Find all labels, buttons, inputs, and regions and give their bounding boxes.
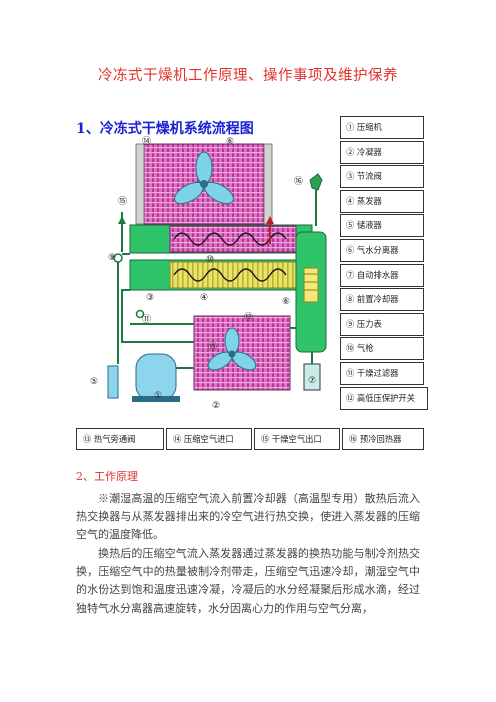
system-flow-diagram: ⑭ ⑥ ⑯ ⑮ ⑨ ⑩ ③ ④ ⑥ ⑪ ⑫ ⑬ ⑤ ① ② ⑦ xyxy=(90,136,327,411)
diagram-label-2: ② xyxy=(212,401,220,411)
legend-item: ③ 节流阀 xyxy=(340,165,424,189)
legend-item: ⑨ 压力表 xyxy=(340,312,424,336)
section-heading-principle: 2、工作原理 xyxy=(76,470,138,483)
legend-item: ⑮ 干燥空气出口 xyxy=(254,428,340,450)
legend-item: ⑦ 自动排水器 xyxy=(340,263,424,287)
legend-item: ② 冷凝器 xyxy=(340,140,424,164)
paragraph: ※潮湿高温的压缩空气流入前置冷却器（高温型专用）散热后流入热交换器与从蒸发器排出… xyxy=(76,492,420,542)
diagram-label-16: ⑯ xyxy=(294,176,303,187)
legend-item: ④ 蒸发器 xyxy=(340,189,424,213)
diagram-label-9: ⑨ xyxy=(108,253,116,263)
diagram-label-4: ④ xyxy=(200,293,208,303)
diagram-label-6b: ⑥ xyxy=(282,297,290,307)
legend-item: ⑤ 储液器 xyxy=(340,214,424,238)
page-title: 冷冻式干燥机工作原理、操作事项及维护保养 xyxy=(98,68,398,84)
diagram-label-14: ⑭ xyxy=(142,136,151,147)
legend-item: ⑬ 热气旁通阀 xyxy=(76,428,164,450)
diagram-label-15: ⑮ xyxy=(118,196,127,207)
fan-top xyxy=(174,151,234,205)
paragraph: 换热后的压缩空气流入蒸发器通过蒸发器的换热功能与制冷剂热交换，压缩空气中的热量被… xyxy=(76,547,420,615)
diagram-label-13: ⑬ xyxy=(208,342,217,353)
diagram-label-11: ⑪ xyxy=(142,314,151,325)
legend-item: ⑫ 高低压保护开关 xyxy=(340,386,428,410)
section-heading-flowchart: 1、冷冻式干燥机系统流程图 xyxy=(76,121,254,137)
legend-item: ⑯ 预冷回热器 xyxy=(342,428,424,450)
air-gun xyxy=(309,173,323,226)
legend-item: ⑧ 前置冷却器 xyxy=(340,288,424,312)
diagram-label-3: ③ xyxy=(146,293,154,303)
receiver xyxy=(107,365,119,399)
legend: ① 压缩机 ② 冷凝器 ③ 节流阀 ④ 蒸发器 ⑤ 储液器 ⑥ 气水分离器 ⑦ … xyxy=(340,116,428,411)
diagram-label-12: ⑫ xyxy=(244,312,253,323)
diagram-label-1: ① xyxy=(154,391,162,401)
diagram-label-10: ⑩ xyxy=(206,255,214,265)
legend-item: ⑥ 气水分离器 xyxy=(340,238,424,262)
compressor xyxy=(132,353,180,402)
fan-bottom xyxy=(207,327,257,371)
legend-item: ⑭ 压缩空气进口 xyxy=(166,428,252,450)
diagram-label-6a: ⑥ xyxy=(226,137,234,147)
diagram-label-5: ⑤ xyxy=(90,377,98,387)
legend-item: ⑩ 气枪 xyxy=(340,337,424,361)
legend-item: ① 压缩机 xyxy=(340,116,424,139)
legend-item: ⑪ 干燥过滤器 xyxy=(340,361,424,385)
diagram-label-7: ⑦ xyxy=(308,376,316,386)
